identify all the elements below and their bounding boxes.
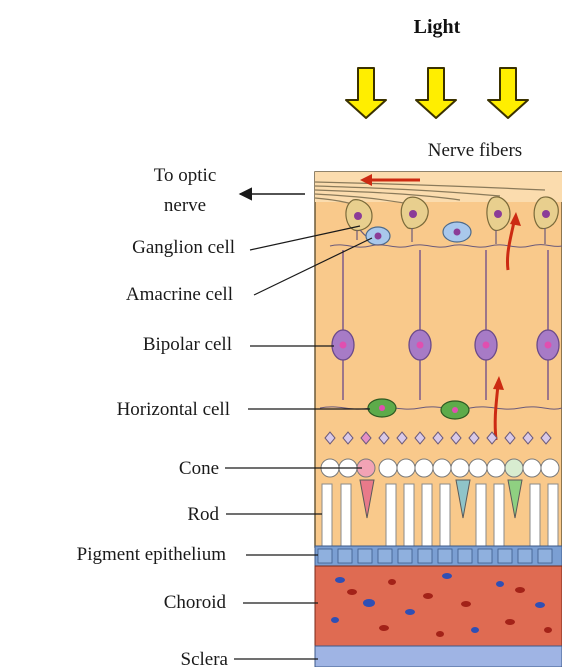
pigment-epithelium (315, 546, 562, 566)
label-sclera: Sclera (181, 649, 229, 667)
label-choroid: Choroid (164, 592, 227, 613)
rod (386, 484, 396, 546)
label-amacrine-cell: Amacrine cell (126, 284, 233, 305)
rod (422, 484, 432, 546)
label-to-optic-line1: To optic (154, 165, 217, 186)
rod (476, 484, 486, 546)
rod (530, 484, 540, 546)
label-to-optic-line2: nerve (164, 195, 206, 216)
label-cone: Cone (179, 458, 219, 479)
light-arrow-icon (416, 68, 456, 118)
rod (440, 484, 450, 546)
light-arrows (346, 68, 528, 118)
rod (494, 484, 504, 546)
light-arrow-icon (488, 68, 528, 118)
rod (341, 484, 351, 546)
label-rod: Rod (187, 504, 219, 525)
label-ganglion-cell: Ganglion cell (132, 237, 235, 258)
label-pigment-epithelium: Pigment epithelium (77, 544, 227, 565)
choroid (315, 566, 562, 646)
label-nerve-fibers: Nerve fibers (428, 140, 522, 161)
rod (548, 484, 558, 546)
title-light: Light (414, 16, 461, 38)
label-horizontal-cell: Horizontal cell (117, 399, 230, 420)
rod (322, 484, 332, 546)
rod (404, 484, 414, 546)
label-bipolar-cell: Bipolar cell (143, 334, 232, 355)
sclera-layer (315, 646, 562, 667)
light-arrow-icon (346, 68, 386, 118)
